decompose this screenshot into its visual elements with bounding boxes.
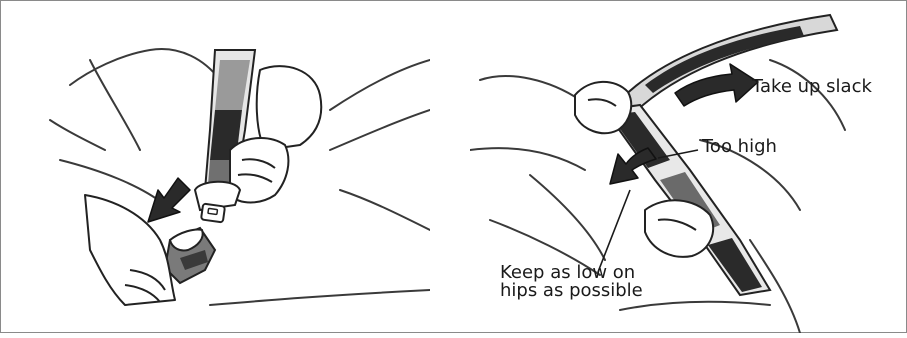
hand-holding-lap-belt (645, 200, 713, 257)
shoulder-belt-band (620, 15, 837, 112)
hand-pulling-belt (575, 82, 631, 133)
buckle-receptacle (165, 228, 215, 283)
insert-direction-arrow (148, 178, 190, 222)
buckle-illustration (30, 0, 430, 333)
take-up-slack-label: Take up slack (752, 77, 872, 96)
too-high-label: Too high (702, 137, 777, 156)
keep-low-leader-line (598, 190, 630, 272)
keep-low-label-line2: hips as possible (500, 281, 643, 300)
buckle-illustration-panel (30, 0, 430, 333)
latch-plate (195, 182, 240, 223)
lap-belt-illustration-panel: Take up slack Too high Keep as low on hi… (470, 0, 907, 333)
